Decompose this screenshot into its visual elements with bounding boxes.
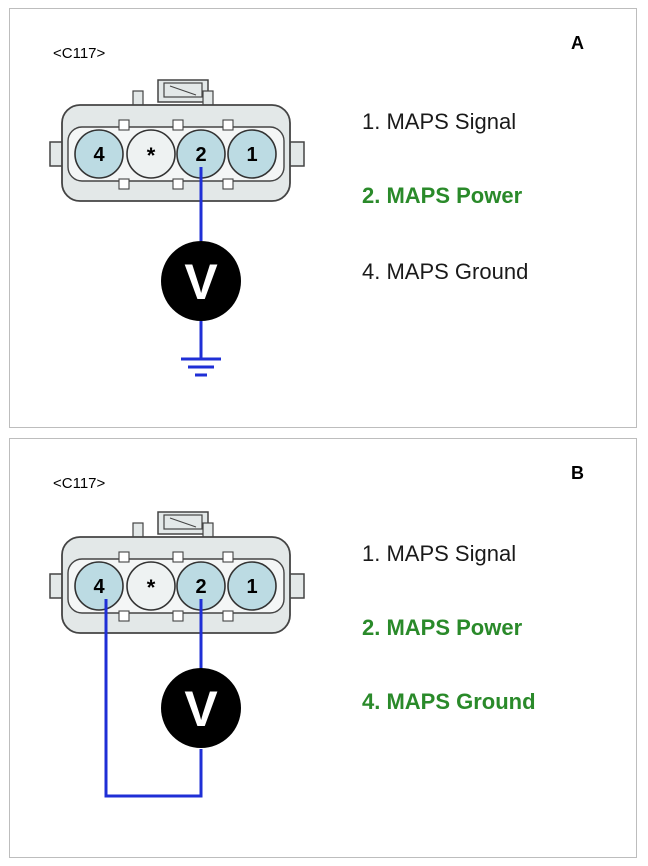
legend-pin-4: 4. MAPS Ground	[362, 259, 529, 284]
voltmeter-label: V	[184, 254, 218, 310]
legend-pin-1: 1. MAPS Signal	[362, 109, 517, 134]
legend-pin-4: 4. MAPS Ground	[362, 689, 536, 714]
diagram-b: 4 * 2 1 V	[49, 511, 305, 798]
diagram-a: 4 * 2 1 V	[49, 79, 305, 377]
panel-tag: A	[571, 33, 584, 53]
pin-label: 2	[195, 144, 206, 166]
pin-4: 4	[74, 129, 124, 179]
voltmeter-icon: V	[161, 668, 241, 748]
probe-wire-negative	[104, 599, 203, 798]
panel-a: <C117> A 4 *	[9, 8, 637, 428]
connector-id: <C117>	[53, 475, 106, 492]
panel-b: <C117> B 4 * 2	[9, 438, 637, 858]
pin-label: *	[147, 143, 156, 168]
pin-4: 4	[74, 561, 124, 611]
pin-2: 2	[176, 561, 226, 611]
voltmeter-icon: V	[161, 241, 241, 321]
pin-blank: *	[126, 561, 176, 611]
pin-1: 1	[227, 561, 277, 611]
pin-label: 4	[93, 144, 105, 166]
pin-1: 1	[227, 129, 277, 179]
connector-latch	[132, 511, 214, 540]
legend-pin-2: 2. MAPS Power	[362, 615, 523, 640]
legend-pin-1: 1. MAPS Signal	[362, 541, 517, 566]
pin-blank: *	[126, 129, 176, 179]
legend-pin-2: 2. MAPS Power	[362, 183, 523, 208]
pin-label: 1	[246, 576, 257, 598]
pin-label: 1	[246, 144, 257, 166]
voltmeter-label: V	[184, 681, 218, 737]
pin-label: *	[147, 575, 156, 600]
connector-id: <C117>	[53, 45, 106, 62]
connector-latch	[132, 79, 214, 108]
pin-label: 4	[93, 576, 105, 598]
panel-tag: B	[571, 463, 584, 483]
ground-symbol-icon	[181, 357, 221, 377]
pin-label: 2	[195, 576, 206, 598]
